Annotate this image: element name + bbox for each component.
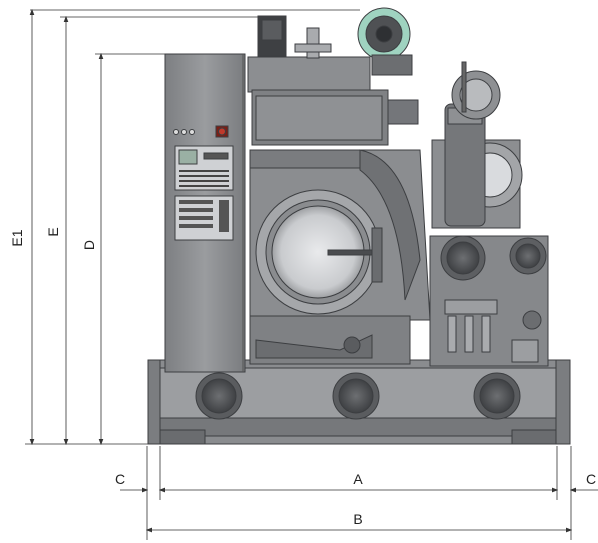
dim-label-e: E — [45, 227, 61, 236]
dimension-lines — [25, 8, 598, 540]
base-frame — [147, 359, 571, 445]
dim-label-c-right: C — [586, 471, 596, 487]
dim-label-c-left: C — [115, 471, 125, 487]
dim-label-a: A — [353, 471, 363, 487]
control-cabinet — [164, 53, 246, 373]
top-housing — [247, 7, 419, 146]
dim-label-e1: E1 — [9, 229, 25, 246]
filter-column — [431, 61, 523, 229]
pump-unit — [429, 235, 549, 367]
dim-label-d: D — [81, 240, 97, 250]
dim-label-b: B — [353, 511, 362, 527]
machine — [147, 7, 571, 445]
drum-housing — [249, 149, 431, 365]
stop-button-icon — [218, 127, 226, 136]
